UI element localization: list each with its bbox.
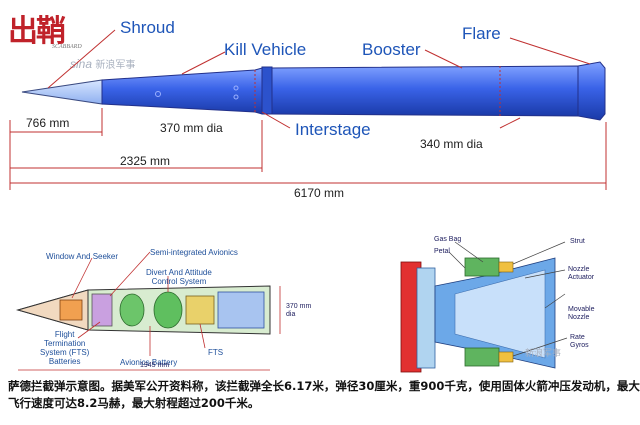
logo-subtitle: SCABBARD — [52, 44, 82, 50]
interstage — [261, 66, 273, 115]
label-flare: Flare — [462, 24, 501, 43]
label-shroud: Shroud — [120, 18, 175, 37]
dim-6170: 6170 mm — [294, 186, 345, 200]
sina-watermark: sina 新浪军事 — [70, 57, 136, 71]
label-avionics-battery: Avionics Battery — [120, 358, 178, 367]
label-gas-bag: Gas Bag — [434, 236, 462, 243]
label-kill-vehicle: Kill Vehicle — [224, 40, 307, 59]
label-semi-avionics: Semi-integrated Avionics — [150, 248, 238, 257]
dim-340-dia: 340 mm dia — [420, 137, 483, 151]
label-booster: Booster — [362, 40, 421, 59]
shroud-nose — [21, 79, 103, 105]
logo-text: 出鞘 — [8, 14, 66, 49]
main-missile-diagram — [9, 29, 607, 190]
label-cutaway-length: 1945 mm — [140, 362, 170, 369]
dim-370-dia: 370 mm dia — [160, 121, 223, 135]
kill-vehicle-body — [101, 67, 263, 115]
label-fts: FTS — [208, 348, 224, 357]
nozzle-cutaway — [400, 241, 568, 373]
label-strut: Strut — [570, 238, 585, 245]
label-petal: Petal — [434, 248, 450, 255]
booster-body — [271, 65, 579, 117]
flare — [577, 61, 606, 121]
label-window-seeker: Window And Seeker — [46, 252, 119, 261]
caption: 萨德拦截弹示意图。据美军公开资料称，该拦截弹全长6.17米，弹径30厘米，重90… — [8, 379, 640, 410]
dim-766: 766 mm — [26, 116, 70, 130]
sina-watermark-2: 新浪军事 — [525, 349, 562, 359]
dim-2325: 2325 mm — [120, 154, 171, 168]
label-interstage: Interstage — [295, 120, 371, 139]
kill-vehicle-cutaway — [16, 251, 281, 371]
